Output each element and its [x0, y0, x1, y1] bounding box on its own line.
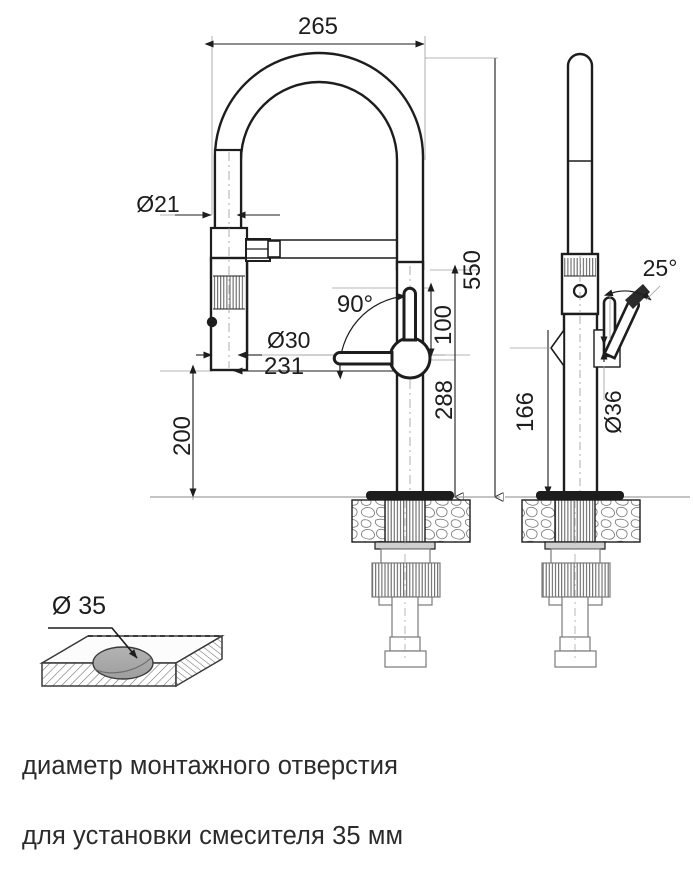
dim-550-label: 550 — [459, 250, 486, 290]
side-spout — [566, 52, 594, 270]
dim-diameter-21-label: Ø21 — [136, 191, 179, 217]
dim-550: 550 — [425, 57, 498, 497]
side-column — [562, 312, 599, 500]
drawing-canvas: 265 — [22, 13, 690, 850]
dim-25deg-label: 25° — [643, 255, 678, 281]
dim-100-label: 100 — [430, 305, 457, 345]
dim-diameter-30-label: Ø30 — [267, 327, 310, 353]
caption-line-2: для установки смесителя 35 мм — [22, 822, 404, 850]
mounting-hole-ellipse — [92, 646, 154, 680]
dim-diameter-21: Ø21 — [136, 191, 280, 219]
caption-line-1: диаметр монтажного отверстия — [22, 752, 399, 780]
front-view-group: 265 — [136, 13, 500, 668]
front-view-extension-lines — [160, 36, 480, 500]
mounting-hole-leader — [48, 627, 138, 659]
dim-265-label: 265 — [298, 13, 338, 40]
connecting-arm — [247, 239, 398, 259]
side-view-group: 25° Ø36 166 — [505, 52, 690, 668]
dim-166: 166 — [510, 330, 552, 496]
side-mounting-assembly — [521, 491, 641, 668]
dim-200: 200 — [169, 364, 197, 498]
dim-166-label: 166 — [512, 392, 539, 432]
dim-100: 100 — [427, 282, 457, 358]
dim-diameter-35-label: Ø 35 — [52, 592, 106, 620]
dim-265: 265 — [204, 13, 425, 48]
dim-200-label: 200 — [169, 416, 196, 456]
sprayer-head — [206, 148, 281, 372]
dim-90deg-label: 90° — [337, 291, 373, 318]
mounting-hole-shadow — [94, 657, 152, 674]
dim-25deg: 25° — [603, 255, 678, 340]
dim-diameter-36: Ø36 — [600, 334, 626, 434]
slab-right-edge — [175, 634, 223, 688]
mounting-hole-detail: Ø 35 — [39, 592, 225, 688]
spout-arch — [213, 51, 425, 270]
dim-diameter-36-label: Ø36 — [600, 390, 626, 433]
lever-handle — [332, 286, 432, 380]
dim-diameter-30: Ø30 — [196, 327, 310, 359]
dim-231-label: 231 — [264, 353, 304, 380]
dim-288-label: 288 — [431, 380, 458, 420]
technical-drawing-svg: 265 — [39, 13, 690, 688]
dim-288: 288 — [431, 273, 458, 497]
front-mounting-assembly — [351, 491, 471, 668]
side-sprayer-head — [560, 252, 600, 316]
